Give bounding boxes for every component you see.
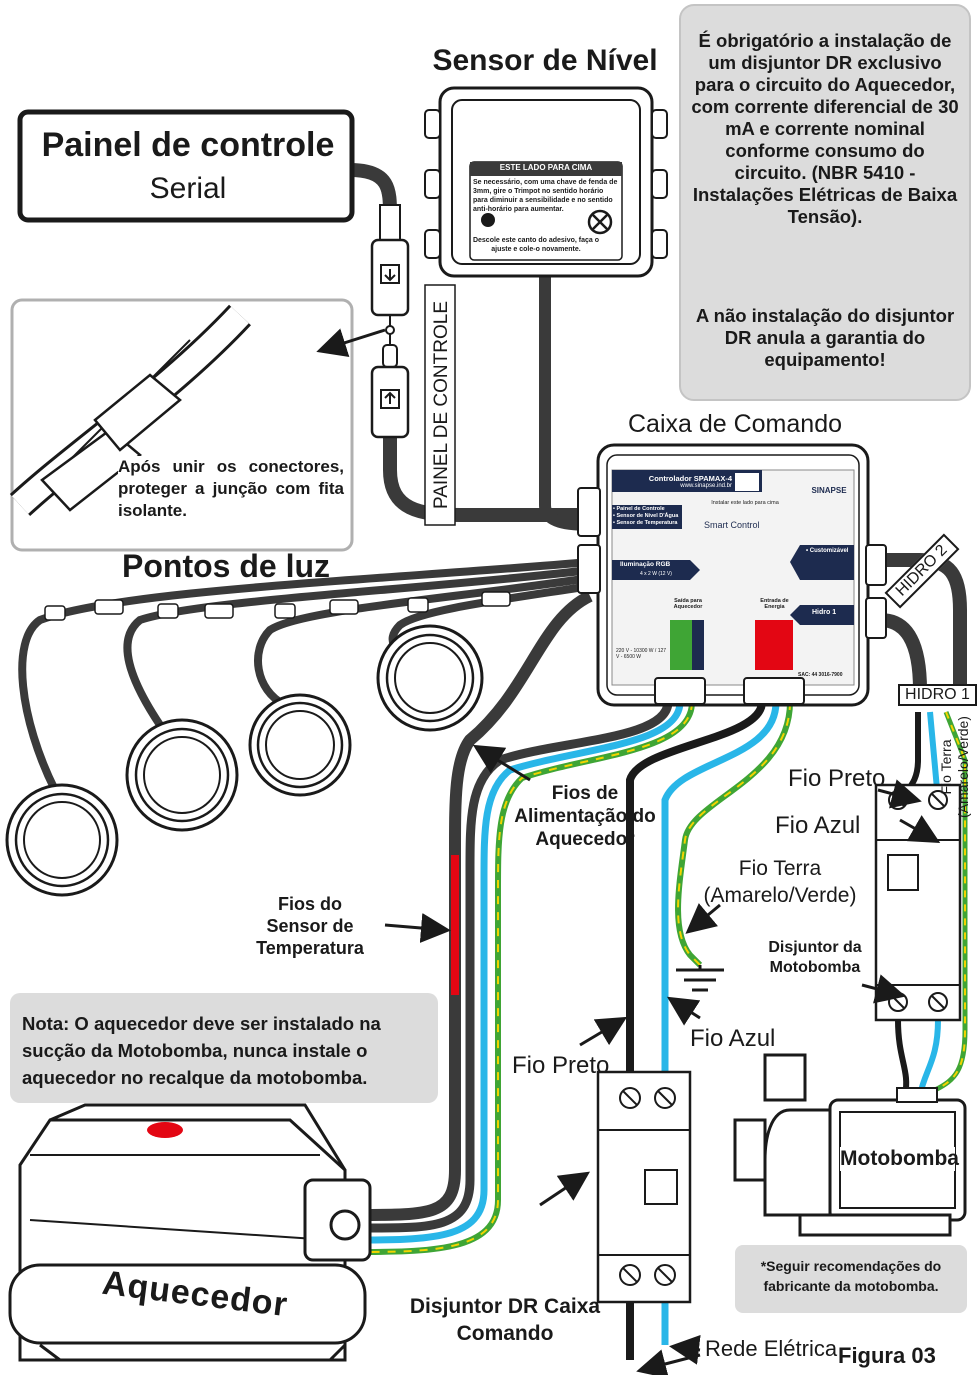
caixa-in-power: Entrada de Energia [760,598,789,610]
caixa-power-spec: 220 V - 10300 W / 127 V - 6500 W [616,648,667,660]
disj-dr-label: Disjuntor DR Caixa Comando [409,1295,601,1345]
fio-terra-mid-label: Fio Terra (Amarelo/Verde) [703,857,857,907]
caixa-hidro1: Hidro 1 [812,609,837,616]
caixa-brand-site: www.sinapse.ind.br [680,483,732,489]
caixa-title: Caixa de Comando [627,410,842,438]
sensor-nivel-title: Sensor de Nível [432,44,658,77]
caixa-input-3: • Sensor de Temperatura [613,520,678,526]
seguir-box [735,1245,967,1313]
painel-cable-tag [424,284,456,526]
heater-cable-blue [349,701,684,1244]
warning-text: É obrigatório a instalação de um disjunt… [691,30,959,227]
motobomba-device [733,1053,967,1237]
heater-cable-black [359,701,673,1233]
rede-label: Rede Elétrica [705,1336,838,1361]
caixa-brand-model: Controlador SPAMAX-4 [648,474,732,483]
light-cable-2 [123,566,591,728]
caixa-input-2: • Sensor de Nível D'Água [613,513,679,519]
nota-text: Nota: O aquecedor deve ser instalado na … [22,1013,381,1088]
hidro1-label: HIDRO 1 [898,684,977,706]
seguir-text: *Seguir recomendações do fabricante da m… [760,1258,942,1294]
motobomba-label: Motobomba [840,1147,959,1171]
disjuntor-dr [596,1070,692,1304]
warning-text-2: A não instalação do disjuntor DR anula a… [695,305,955,370]
fios-sensor-label: Fios do Sensor de Temperatura [256,894,364,958]
disj-moto-label: Disjuntor da Motobomba [768,939,862,976]
sensor-nivel-device [424,86,668,278]
warning-box [679,4,971,401]
sensor-instructions: Se necessário, com uma chave de fenda de… [473,179,618,213]
fio-preto-low-label: Fio Preto [512,1052,610,1079]
connector-lower [370,315,410,439]
aquecedor-device [8,1103,372,1362]
fio-azul-low-label: Fio Azul [690,1025,776,1052]
caixa-out-heater: Saída para Aquecedor [673,598,703,610]
painel-title: Painel de controle [41,126,335,164]
ground-symbol [676,965,724,992]
junction-zoom-illustration [9,304,251,517]
heater-cable-green [349,701,695,1255]
luminaire-3 [248,693,352,797]
sensor-peel-note: Descole este canto do adesivo, faça o aj… [472,237,600,253]
painel-cable-tag-text: PAINEL DE CONTROLE [431,301,452,509]
hidro1-cable [879,613,927,691]
energy-cable-blue [661,701,780,1085]
caixa-rgb-spec: 4 x 2 W (12 V) [640,571,672,577]
fios-alim-label: Fios de Alimentação do Aquecedor [514,783,656,850]
caixa-custom: • Customizável [806,548,849,554]
pontos-luz-label: Pontos de luz [122,548,330,584]
caixa-device [577,443,887,707]
painel-box [17,109,355,223]
caixa-input-1: • Painel de Controle [613,506,665,512]
caixa-rgb: Iluminação RGB [620,561,671,568]
connector-upper [370,204,410,317]
caixa-install-hint: Instalar este lado para cima [711,500,779,506]
painel-cable-lower [383,435,590,522]
luminaire-4 [376,624,484,732]
junction-note: Após unir os conectores, proteger a junç… [118,456,344,522]
caixa-sac: SAC: 44 3016-7900 [798,672,843,678]
fio-azul-top-label: Fio Azul [775,812,861,839]
temp-sensor-cable [359,590,593,1221]
luminaire-2 [125,718,239,832]
light-connectors [44,591,511,621]
sensor-label-top: ESTE LADO PARA CIMA [499,163,593,172]
energy-cable-black [626,701,766,1085]
fio-preto-top-label: Fio Preto [788,765,886,792]
fio-terra-side-label: Fio Terra (Amarelo/Verde) [938,716,971,818]
painel-subtitle: Serial [149,172,227,205]
figura-label: Figura 03 [838,1343,936,1368]
caixa-smart: Smart Control [704,520,760,530]
nota-box [10,993,438,1103]
caixa-brand: SINAPSE [811,486,847,495]
light-cable-1 [18,558,591,792]
luminaire-1 [5,783,119,897]
